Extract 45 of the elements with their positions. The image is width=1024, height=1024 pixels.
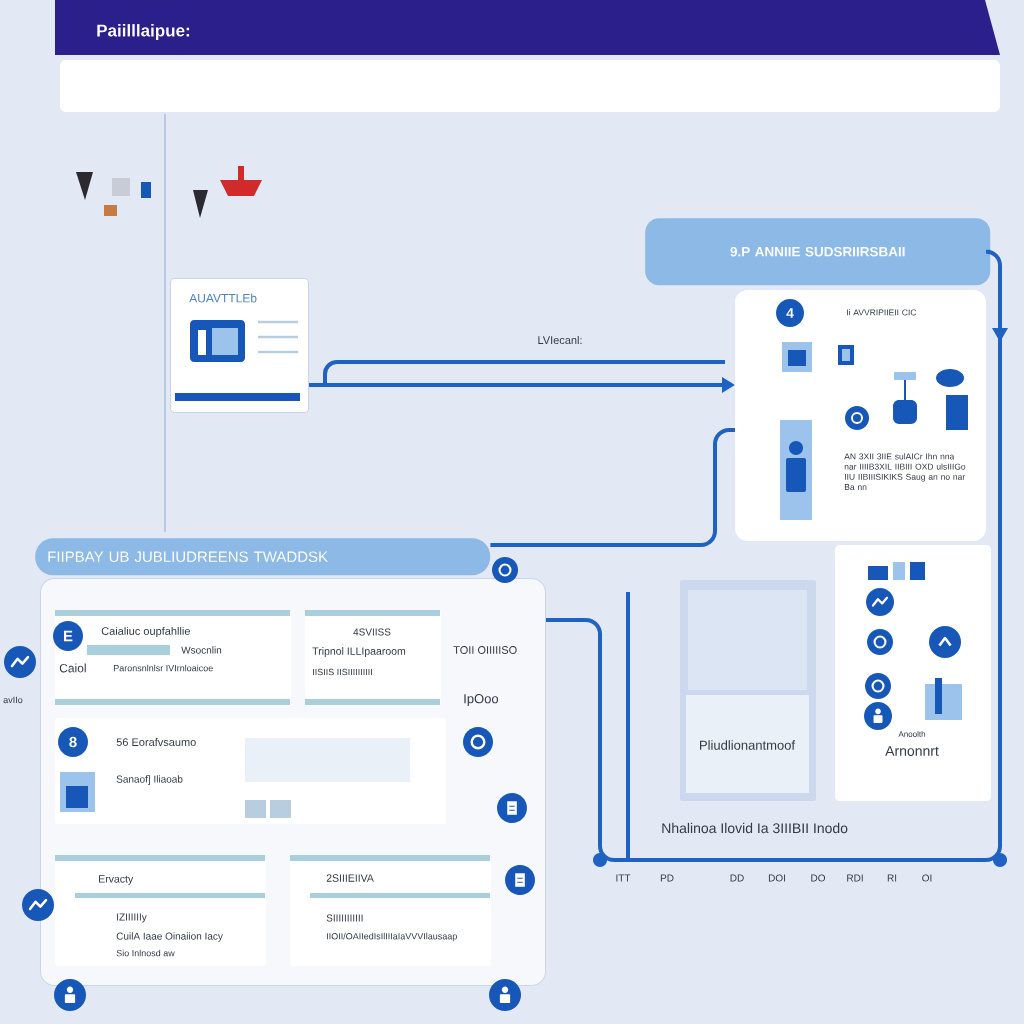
card-text: Tripnol ILLIpaaroom (312, 647, 406, 657)
small-text: Anoolth (898, 731, 926, 737)
card-text: Wsocnlin (181, 646, 222, 654)
card-text: IISIIS IISIIIIIIIIII (313, 668, 372, 676)
number-badge: 4 (776, 299, 804, 327)
panel-text: Ii AVVRIPIIEII CIC (847, 309, 917, 316)
short-label: RDI (847, 874, 863, 882)
card-text: Sio Inlnosd aw (116, 949, 175, 957)
header-band: FIIPBAY UB JUBLIUDREENS TWADDSK (35, 538, 491, 576)
card-title: Pliudlionantmoof (700, 740, 796, 750)
card-text: IZIIIIIIy (117, 913, 147, 923)
short-label: DOI (768, 874, 785, 882)
card-text: Caiol (59, 663, 86, 673)
header-band: 9.P ANNIIE SUDSRIIRSBAII (645, 218, 991, 286)
card-text: Paronsnlnlsr IVIrnloaicoe (113, 664, 213, 672)
short-label: avIIo (3, 696, 23, 704)
card-text: Sanaof] Iliaoab (116, 775, 183, 785)
card-text: SIIIIIIIIIII (326, 914, 363, 922)
number-badge: 8 (58, 727, 88, 757)
short-label: DO (811, 874, 826, 882)
note-text: TOII OIIIIISO (453, 646, 517, 654)
short-label: DD (730, 874, 744, 882)
info-card (305, 610, 441, 706)
short-label: OI (922, 874, 932, 882)
panel-title: Arnonnrt (885, 746, 939, 756)
short-label: ITT (616, 874, 631, 882)
card-text: CuilA Iaae Oinaiion Iacy (116, 932, 223, 942)
card-heading: 4SVIISS (353, 628, 391, 636)
image-card (680, 580, 816, 801)
number-badge: E (53, 621, 83, 651)
paragraph: AN 3XII 3IIE sulAICr Ihn nna nar IIIIB3XIL IIBIII OXD ulsIIIGo IIU IIBIIISIKIKS Saug an no nar Ba nn (844, 453, 966, 491)
short-label: RI (887, 874, 897, 882)
card-heading: 2SIIIEIIVA (326, 874, 374, 882)
card-title: AUAVTTLEb (189, 293, 257, 303)
info-card (55, 855, 266, 966)
info-card (290, 855, 491, 966)
note-text: IpOoo (464, 694, 499, 706)
card-heading: Ervacty (99, 875, 134, 885)
note-text: Nhalinoa Ilovid Ia 3IIIBII Inodo (662, 822, 848, 834)
short-label: PD (660, 874, 674, 882)
card-text: IIOII/OAIIedIsIlIIIaIaVVVIlausaap (327, 932, 457, 942)
card-heading: Caialiuc oupfahllie (101, 626, 190, 638)
title: Paiilllaipue: (97, 24, 190, 40)
info-card (55, 610, 291, 706)
card-heading: 56 Eorafvsaumo (116, 738, 196, 747)
